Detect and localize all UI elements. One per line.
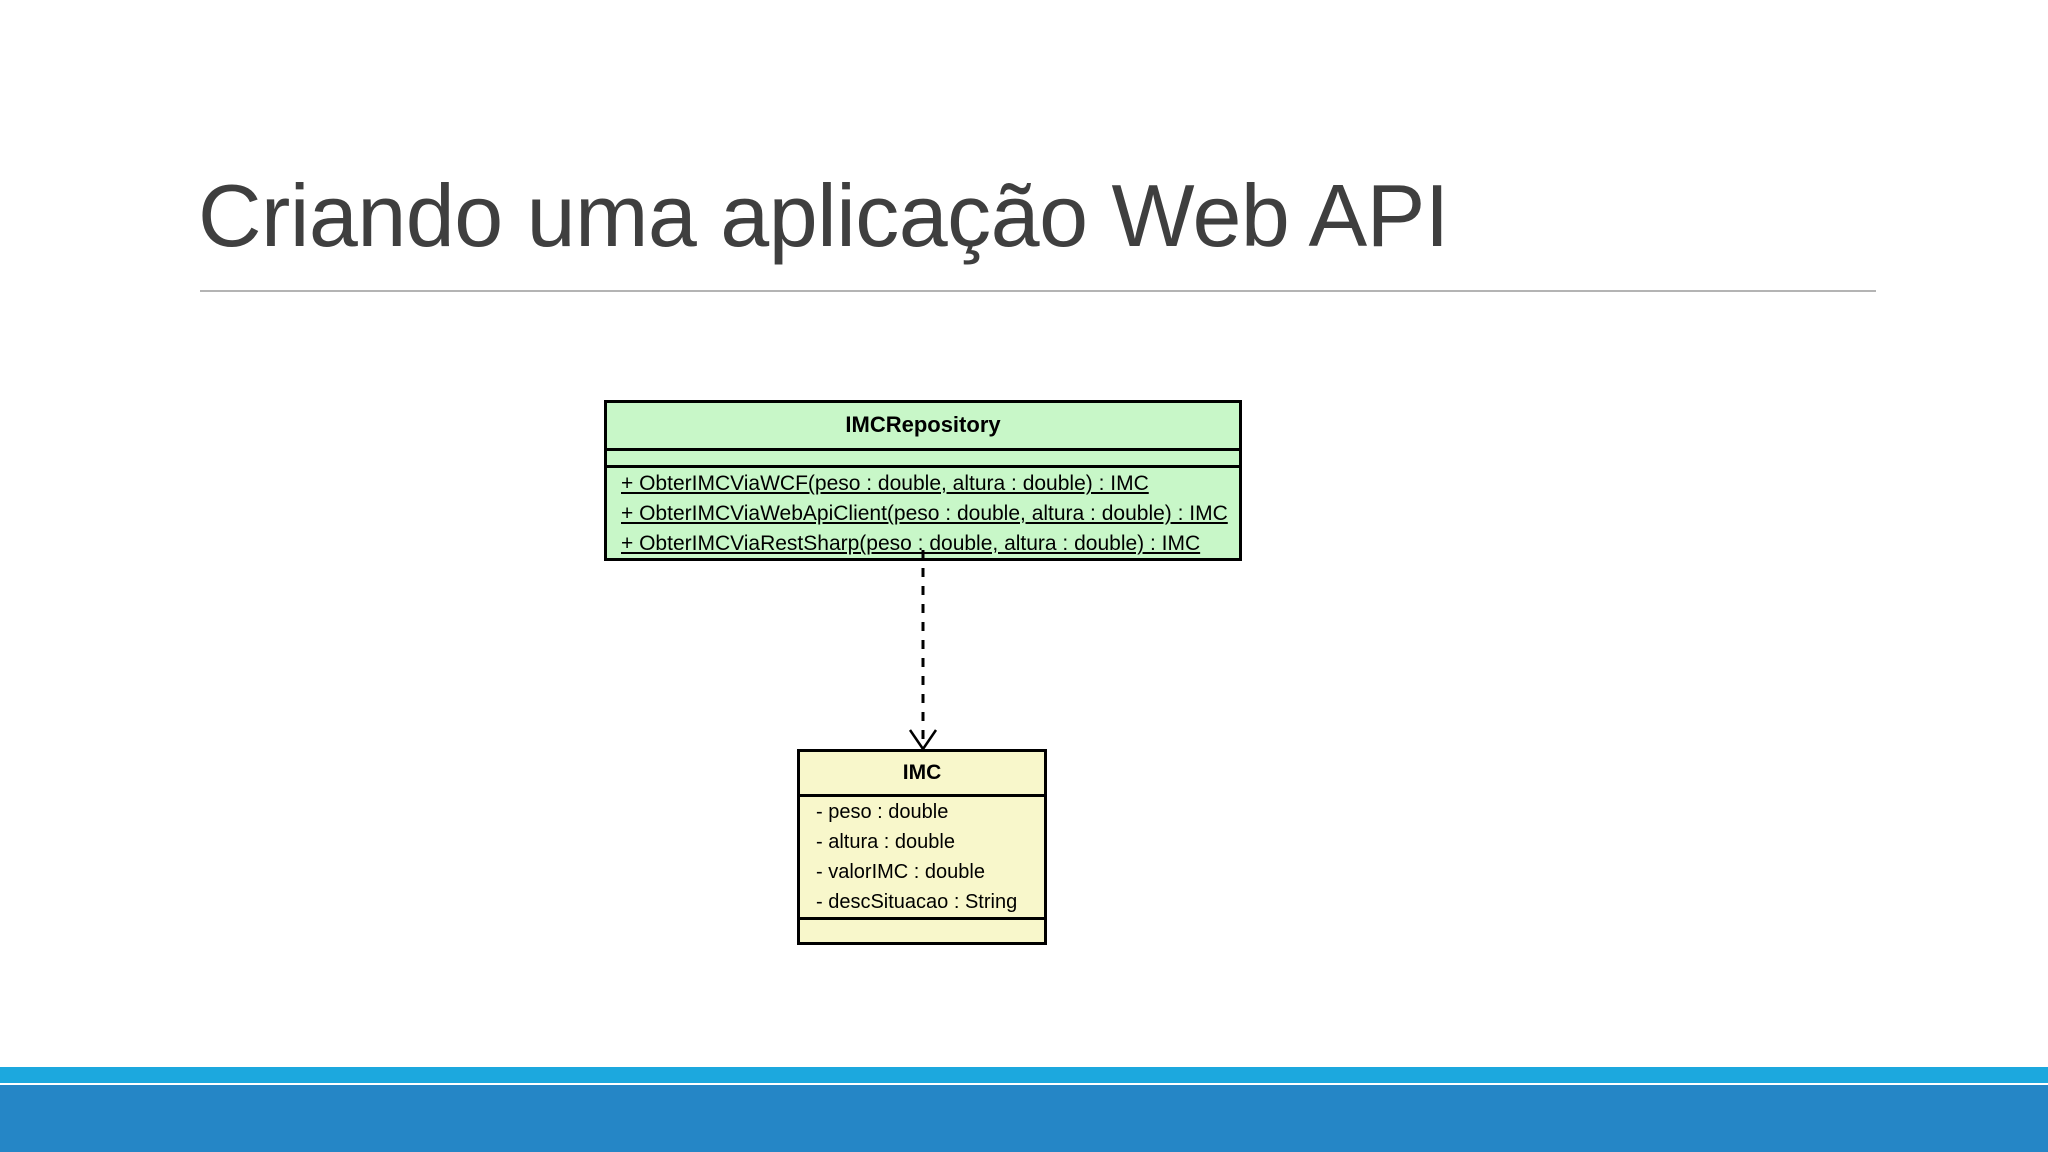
footer-accent-bar-dark [0, 1085, 2048, 1152]
uml-class-imcrepository[interactable]: IMCRepository + ObterIMCViaWCF(peso : do… [604, 400, 1242, 561]
uml-operations-compartment [800, 917, 1044, 942]
uml-operation-row: + ObterIMCViaWCF(peso : double, altura :… [607, 468, 1239, 498]
title-divider [200, 290, 1876, 292]
uml-attributes-compartment [607, 448, 1239, 465]
uml-attribute-peso: - peso : double [816, 801, 949, 823]
uml-operation-row: + ObterIMCViaWebApiClient(peso : double,… [607, 498, 1239, 528]
uml-class-imc[interactable]: IMC - peso : double - altura : double - … [797, 749, 1047, 945]
dependency-arrow [908, 550, 938, 752]
uml-attributes-compartment: - peso : double - altura : double - valo… [800, 794, 1044, 917]
uml-class-name: IMCRepository [845, 412, 1001, 437]
uml-attribute-altura: - altura : double [816, 831, 955, 853]
uml-attribute-descsituacao: - descSituacao : String [816, 891, 1018, 913]
uml-operations-compartment: + ObterIMCViaWCF(peso : double, altura :… [607, 465, 1239, 558]
uml-operation-obterimcviarestsharp: + ObterIMCViaRestSharp(peso : double, al… [621, 532, 1201, 555]
uml-operation-obterimcviawebapiclient: + ObterIMCViaWebApiClient(peso : double,… [621, 502, 1228, 525]
page-title: Criando uma aplicação Web API [198, 166, 1449, 265]
uml-operation-row: + ObterIMCViaRestSharp(peso : double, al… [607, 528, 1239, 558]
footer-accent-bar-light [0, 1067, 2048, 1083]
uml-class-name: IMC [902, 761, 942, 784]
uml-attribute-valorimc: - valorIMC : double [816, 861, 985, 883]
uml-operation-obterimcviawcf: + ObterIMCViaWCF(peso : double, altura :… [621, 472, 1149, 495]
